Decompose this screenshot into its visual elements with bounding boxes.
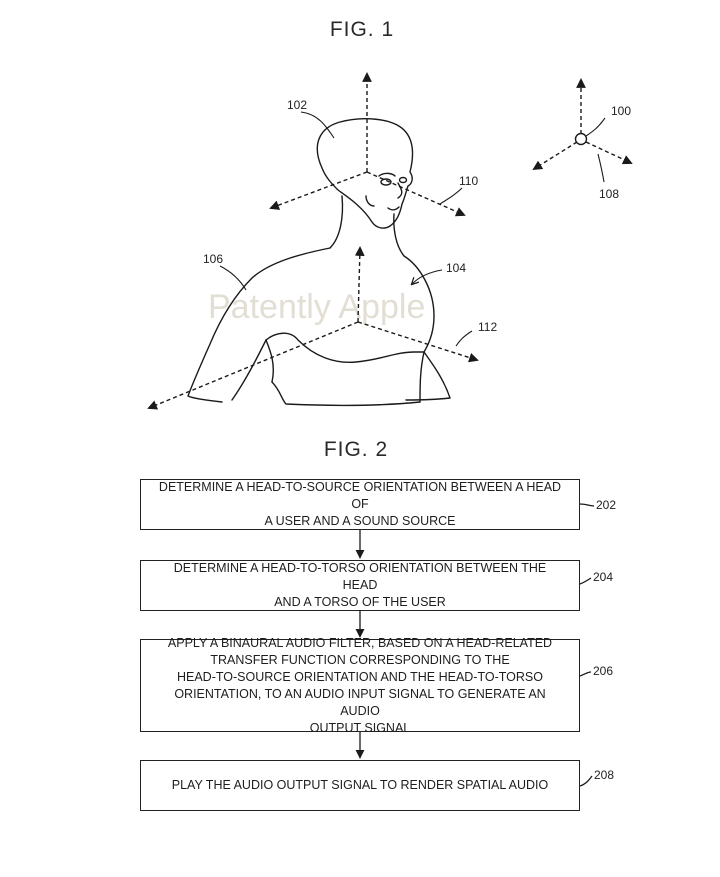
step-208-box: PLAY THE AUDIO OUTPUT SIGNAL TO RENDER S… (140, 760, 580, 811)
watermark-text: Patently Apple (208, 288, 425, 326)
ref-104: 104 (446, 261, 466, 275)
step-208-ref: 208 (594, 768, 615, 782)
figure-1-title: FIG. 1 (329, 18, 395, 41)
step-202-ref: 202 (596, 498, 617, 512)
leader-lines (219, 111, 606, 347)
sound-source-icon (574, 132, 588, 146)
leader-202 (579, 503, 595, 507)
step-204-ref: 204 (593, 570, 614, 584)
ref-110: 110 (459, 174, 478, 188)
leader-206 (579, 671, 592, 677)
ref-106: 106 (203, 252, 223, 266)
ref-112: 112 (478, 320, 497, 334)
step-206-box: APPLY A BINAURAL AUDIO FILTER, BASED ON … (140, 636, 580, 735)
leader-208 (579, 775, 593, 787)
step-202-box: DETERMINE A HEAD-TO-SOURCE ORIENTATION B… (140, 479, 580, 530)
step-204-box: DETERMINE A HEAD-TO-TORSO ORIENTATION BE… (140, 560, 580, 611)
figure-2-title: FIG. 2 (323, 438, 389, 461)
ref-100: 100 (611, 104, 631, 118)
leader-204 (579, 577, 592, 585)
ref-108: 108 (599, 187, 619, 201)
source-axes (532, 78, 633, 171)
figure-1-drawing: Patently Apple (147, 72, 633, 410)
head-figure (316, 118, 414, 229)
step-206-ref: 206 (593, 664, 614, 678)
torso-figure (187, 195, 451, 407)
torso-axes (147, 246, 479, 410)
ref-102: 102 (287, 98, 307, 112)
head-axes (269, 72, 466, 217)
